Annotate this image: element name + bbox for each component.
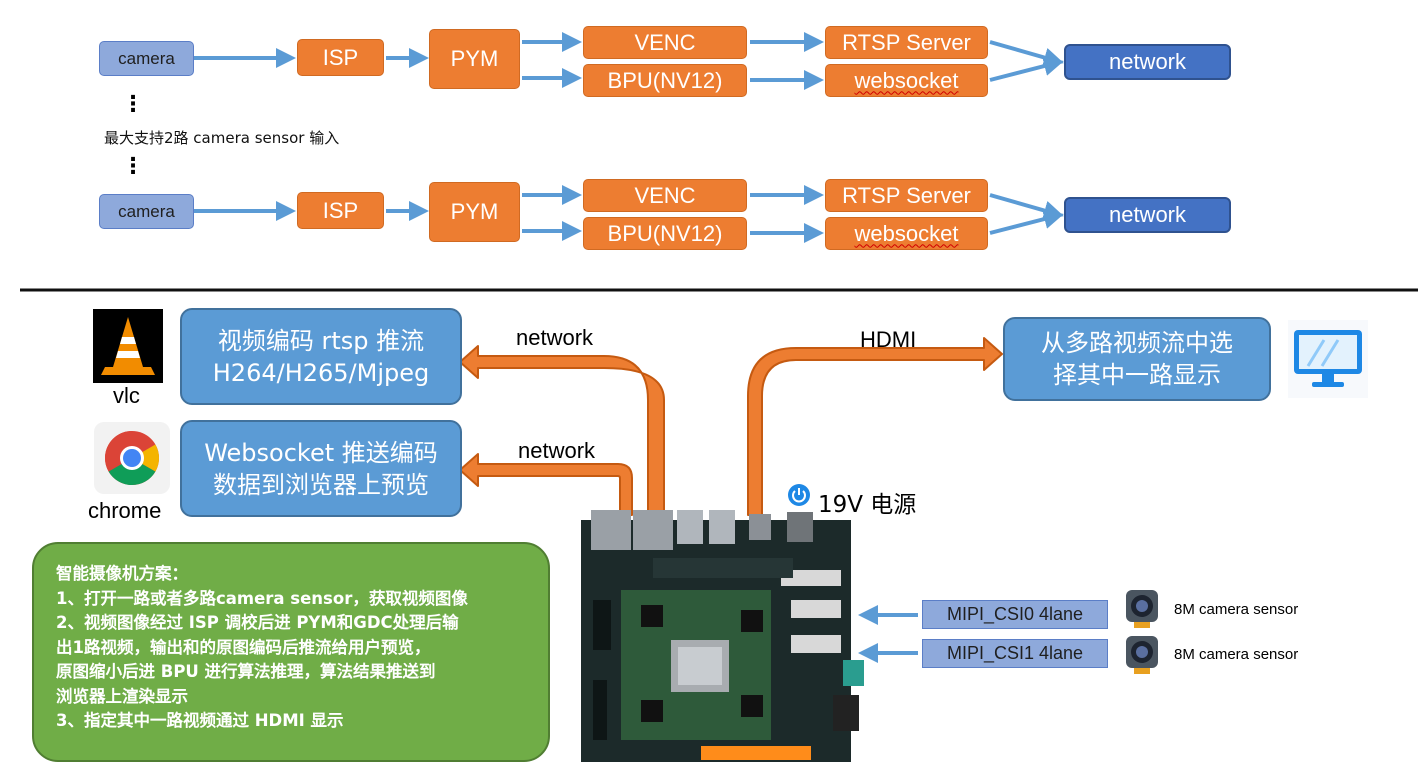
solution-box: 智能摄像机方案： 1、打开一路或者多路camera sensor，获取视频图像 … [32, 542, 550, 762]
hdmi-display-box: 从多路视频流中选 择其中一路显示 [1003, 317, 1271, 401]
rtsp-server-box: RTSP Server [825, 179, 988, 212]
solution-line: 浏览器上渲染显示 [56, 686, 188, 706]
solution-line: 2、视频图像经过 ISP 调校后进 PYM和GDC处理后输 [56, 613, 459, 632]
websocket-label: websocket [854, 67, 959, 93]
monitor-icon [1288, 320, 1368, 398]
pym-box: PYM [429, 29, 520, 89]
websocket-push-line1: Websocket 推送编码 [204, 438, 438, 467]
orange-arrow-ws [459, 453, 633, 516]
solution-title: 智能摄像机方案： [56, 564, 188, 583]
vlc-icon [93, 309, 163, 383]
network-label-ws: network [518, 438, 596, 463]
rtsp-server-box: RTSP Server [825, 26, 988, 59]
max-camera-note: 最大支持2路 camera sensor 输入 [104, 129, 340, 147]
websocket-push-line2: 数据到浏览器上预览 [213, 470, 429, 499]
hdmi-label: HDMI [860, 327, 917, 352]
websocket-label: websocket [854, 220, 959, 246]
arrow-ws-net-1 [989, 56, 1064, 82]
bpu-box: BPU(NV12) [583, 64, 747, 97]
ellipsis-bottom: ⋮ [122, 154, 144, 179]
chrome-label: chrome [88, 498, 162, 523]
hdmi-display-line2: 择其中一路显示 [1053, 361, 1221, 389]
arrow-rtsp-net-2 [989, 193, 1064, 221]
isp-box: ISP [297, 192, 384, 229]
rtsp-stream-line2: H264/H265/Mjpeg [212, 358, 430, 387]
solution-line: 3、指定其中一路视频通过 HDMI 显示 [56, 711, 344, 730]
websocket-box: websocket [825, 64, 988, 97]
orange-arrow-rtsp [459, 345, 665, 516]
dev-board-image [581, 510, 864, 762]
camera-box: camera [99, 194, 194, 229]
orange-arrow-hdmi [747, 337, 1003, 516]
rtsp-stream-box: 视频编码 rtsp 推流 H264/H265/Mjpeg [180, 308, 462, 405]
bpu-box: BPU(NV12) [583, 217, 747, 250]
arrow-ws-net-2 [989, 209, 1064, 235]
venc-box: VENC [583, 179, 747, 212]
sensor-label-0: 8M camera sensor [1174, 601, 1299, 618]
network-box: network [1064, 197, 1231, 233]
power-label: 19V 电源 [818, 492, 917, 518]
ellipsis-top: ⋮ [122, 92, 144, 117]
camera-box: camera [99, 41, 194, 76]
isp-box: ISP [297, 39, 384, 76]
rtsp-stream-line1: 视频编码 rtsp 推流 [217, 326, 425, 355]
camera-sensor-icon [1124, 634, 1160, 676]
pym-box: PYM [429, 182, 520, 242]
sensor-label-1: 8M camera sensor [1174, 646, 1299, 663]
websocket-box: websocket [825, 217, 988, 250]
solution-line: 1、打开一路或者多路camera sensor，获取视频图像 [56, 588, 468, 608]
solution-line: 出1路视频，输出和的原图编码后推流给用户预览， [56, 637, 431, 657]
hdmi-display-line1: 从多路视频流中选 [1041, 329, 1233, 357]
vlc-label: vlc [113, 383, 140, 408]
camera-sensor-icon [1124, 588, 1160, 630]
chrome-icon [94, 422, 170, 494]
mipi-csi1-port: MIPI_CSI1 4lane [922, 639, 1108, 668]
arrow-rtsp-net-1 [989, 40, 1064, 68]
network-box: network [1064, 44, 1231, 80]
venc-box: VENC [583, 26, 747, 59]
power-icon [788, 484, 810, 506]
solution-line: 原图缩小后进 BPU 进行算法推理，算法结果推送到 [56, 662, 436, 681]
websocket-push-box: Websocket 推送编码 数据到浏览器上预览 [180, 420, 462, 517]
network-label-rtsp: network [516, 325, 594, 350]
mipi-csi0-port: MIPI_CSI0 4lane [922, 600, 1108, 629]
